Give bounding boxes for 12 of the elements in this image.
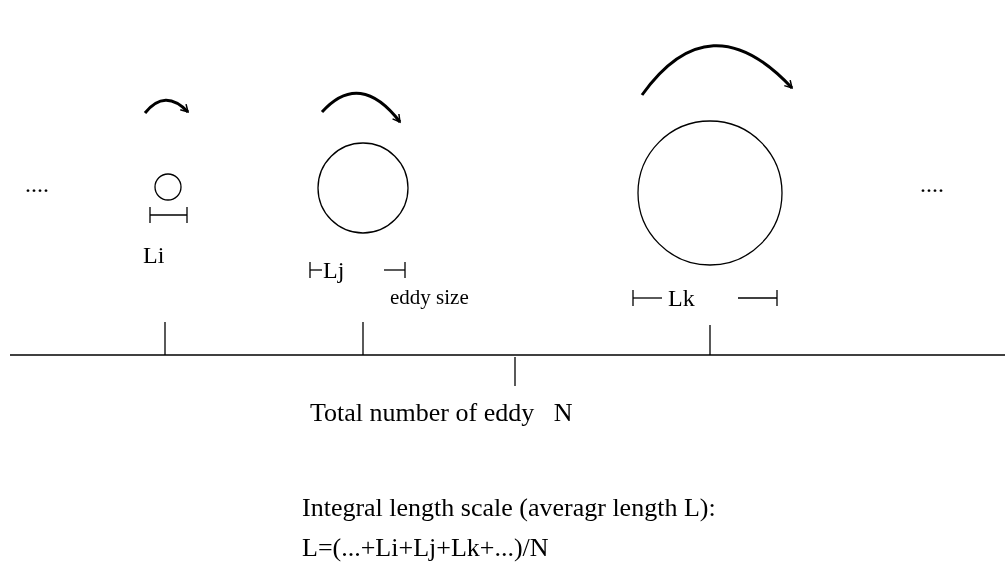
- axis-label: Total number of eddy N: [310, 400, 573, 426]
- formula-text: L=(...+Li+Lj+Lk+...)/N: [302, 535, 549, 561]
- dimension-label: Lj: [323, 258, 345, 282]
- ellipsis-text: ....: [25, 172, 49, 196]
- dimension-label: Lk: [668, 286, 695, 310]
- eddy-circle: [637, 120, 783, 266]
- formula-heading: Integral length scale (averagr length L):: [302, 495, 716, 521]
- axis-label: eddy size: [390, 287, 469, 308]
- ellipsis-text: ....: [920, 172, 944, 196]
- dimension-label: Li: [143, 243, 165, 267]
- eddy-circle: [317, 142, 409, 234]
- eddy-circle: [154, 173, 182, 201]
